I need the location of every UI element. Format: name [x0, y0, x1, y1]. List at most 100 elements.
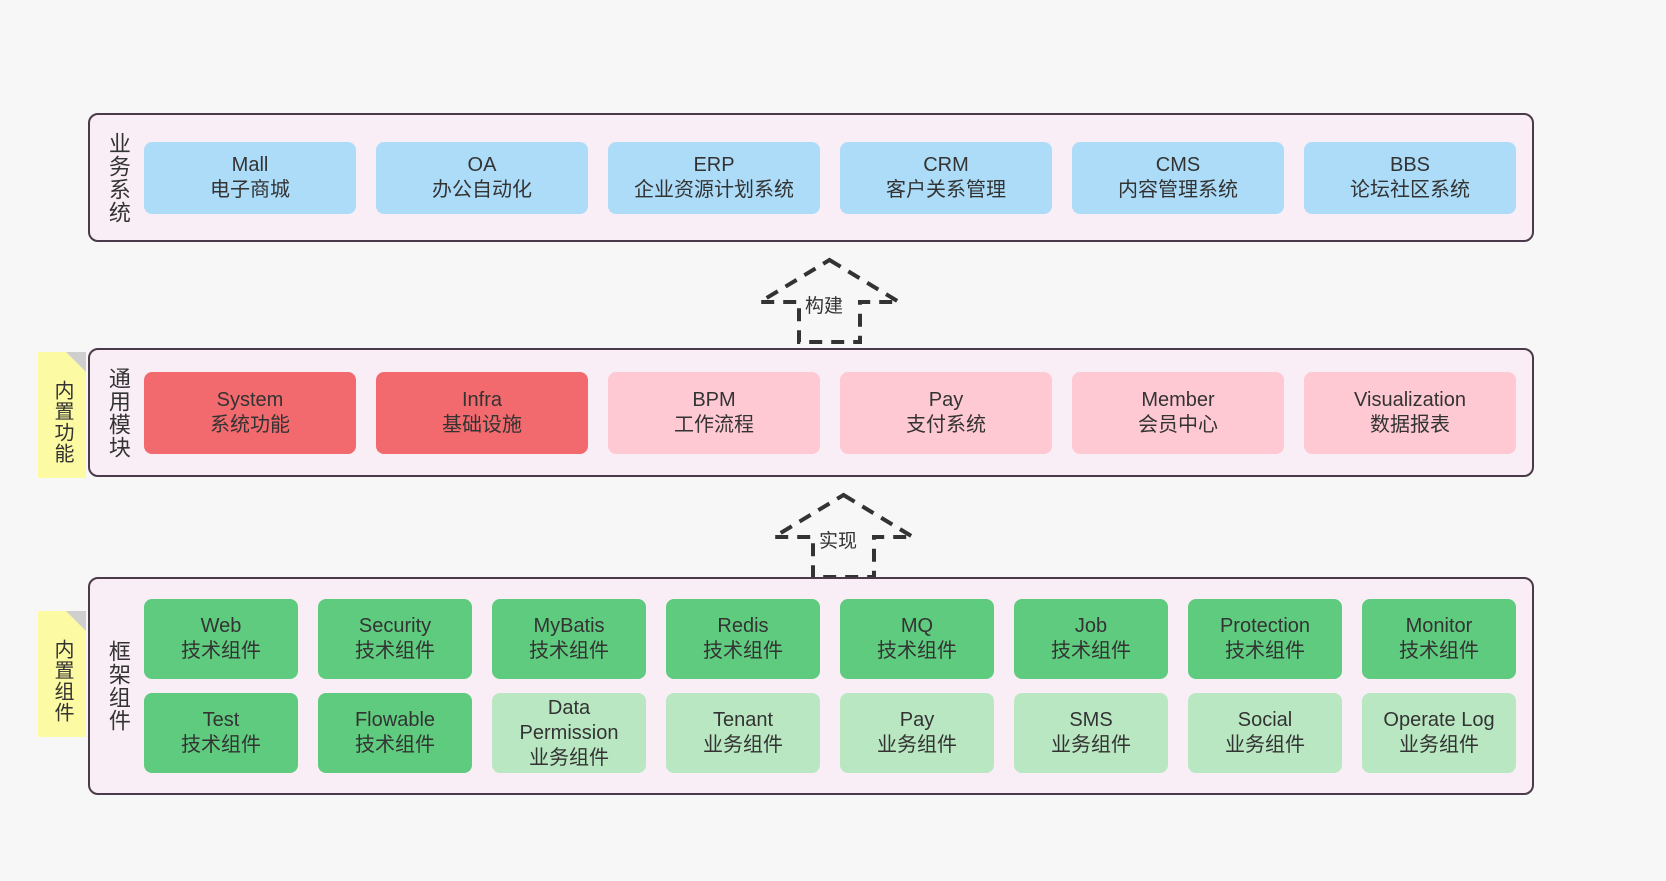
card-title: Pay [928, 388, 964, 411]
card-title: Operate Log [1383, 709, 1495, 731]
framework-card-pay[interactable]: Pay 业务组件 [840, 693, 994, 773]
card-title: CMS [1155, 153, 1201, 176]
framework-card-tenant[interactable]: Tenant 业务组件 [666, 693, 820, 773]
module-card-system[interactable]: System 系统功能 [144, 371, 356, 454]
card-subtitle: 技术组件 [1225, 640, 1305, 662]
card-title: Flowable [354, 709, 436, 731]
layer-title-framework: 框架组件 [105, 640, 131, 732]
card-subtitle: 技术组件 [1399, 640, 1479, 662]
card-title: CRM [923, 153, 969, 176]
card-subtitle: 业务组件 [877, 734, 957, 756]
card-subtitle: 系统功能 [210, 413, 290, 436]
business-card-crm[interactable]: CRM 客户关系管理 [840, 141, 1052, 214]
card-subtitle: 会员中心 [1138, 413, 1218, 436]
card-subtitle: 支付系统 [906, 413, 986, 436]
card-subtitle: 企业资源计划系统 [634, 178, 794, 201]
layer-common-modules: 通用模块 System 系统功能 Infra 基础设施 BPM 工作流程 Pay… [88, 348, 1534, 477]
card-title: ERP [693, 153, 735, 176]
card-title: Social [1237, 709, 1293, 731]
framework-card-data-permission[interactable]: Data Permission 业务组件 [492, 693, 646, 773]
card-subtitle: 业务组件 [1051, 734, 1131, 756]
card-title: Pay [899, 709, 935, 731]
card-title: Member [1141, 388, 1215, 411]
sticky-note-label: 内置组件 [51, 639, 73, 723]
card-subtitle: 业务组件 [1399, 734, 1479, 756]
card-subtitle: 技术组件 [181, 734, 261, 756]
framework-card-operate-log[interactable]: Operate Log 业务组件 [1362, 693, 1516, 773]
framework-card-mq[interactable]: MQ 技术组件 [840, 599, 994, 679]
modules-row: System 系统功能 Infra 基础设施 BPM 工作流程 Pay 支付系统… [144, 371, 1516, 454]
module-card-visualization[interactable]: Visualization 数据报表 [1304, 371, 1516, 454]
sticky-note-builtin-components: 内置组件 [38, 611, 86, 737]
module-card-bpm[interactable]: BPM 工作流程 [608, 371, 820, 454]
card-subtitle: 客户关系管理 [886, 178, 1006, 201]
module-card-infra[interactable]: Infra 基础设施 [376, 371, 588, 454]
card-title: Web [200, 615, 242, 637]
card-subtitle: 技术组件 [703, 640, 783, 662]
framework-card-sms[interactable]: SMS 业务组件 [1014, 693, 1168, 773]
card-title: SMS [1069, 709, 1113, 731]
card-title: Tenant [712, 709, 774, 731]
card-subtitle: 技术组件 [355, 734, 435, 756]
framework-row-business: Test 技术组件 Flowable 技术组件 Data Permission … [144, 693, 1516, 773]
framework-card-mybatis[interactable]: MyBatis 技术组件 [492, 599, 646, 679]
framework-card-monitor[interactable]: Monitor 技术组件 [1362, 599, 1516, 679]
card-subtitle: 技术组件 [877, 640, 957, 662]
card-title: Monitor [1405, 615, 1473, 637]
layer-title-business: 业务系统 [105, 131, 131, 224]
card-subtitle: 技术组件 [181, 640, 261, 662]
business-card-mall[interactable]: Mall 电子商城 [144, 141, 356, 214]
framework-card-redis[interactable]: Redis 技术组件 [666, 599, 820, 679]
card-subtitle: 技术组件 [1051, 640, 1131, 662]
framework-card-protection[interactable]: Protection 技术组件 [1188, 599, 1342, 679]
module-card-member[interactable]: Member 会员中心 [1072, 371, 1284, 454]
business-card-erp[interactable]: ERP 企业资源计划系统 [608, 141, 820, 214]
generalization-arrow-implement: 实现 [766, 492, 921, 579]
layer-framework-components: 框架组件 Web 技术组件 Security 技术组件 MyBatis 技术组件… [88, 577, 1534, 795]
card-title: Job [1074, 615, 1108, 637]
card-subtitle: 技术组件 [529, 640, 609, 662]
card-subtitle: 内容管理系统 [1118, 178, 1238, 201]
card-title: Infra [461, 388, 503, 411]
framework-card-security[interactable]: Security 技术组件 [318, 599, 472, 679]
card-subtitle: 电子商城 [210, 178, 290, 201]
framework-card-web[interactable]: Web 技术组件 [144, 599, 298, 679]
card-title: Protection [1219, 615, 1311, 637]
card-subtitle: 数据报表 [1370, 413, 1450, 436]
card-title: Mall [231, 153, 269, 176]
card-subtitle: 业务组件 [1225, 734, 1305, 756]
business-card-bbs[interactable]: BBS 论坛社区系统 [1304, 141, 1516, 214]
business-row: Mall 电子商城 OA 办公自动化 ERP 企业资源计划系统 CRM 客户关系… [144, 141, 1516, 214]
business-card-oa[interactable]: OA 办公自动化 [376, 141, 588, 214]
layer-body-business: Mall 电子商城 OA 办公自动化 ERP 企业资源计划系统 CRM 客户关系… [140, 115, 1532, 240]
layer-business-systems: 业务系统 Mall 电子商城 OA 办公自动化 ERP 企业资源计划系统 CRM… [88, 113, 1534, 242]
card-subtitle: 基础设施 [442, 413, 522, 436]
card-title: System [216, 388, 284, 411]
card-subtitle: 论坛社区系统 [1350, 178, 1470, 201]
layer-body-modules: System 系统功能 Infra 基础设施 BPM 工作流程 Pay 支付系统… [140, 350, 1532, 475]
card-title: Test [202, 709, 240, 731]
layer-title-modules: 通用模块 [105, 366, 131, 459]
arrow-label-build: 构建 [803, 291, 846, 318]
framework-card-flowable[interactable]: Flowable 技术组件 [318, 693, 472, 773]
layer-body-framework: Web 技术组件 Security 技术组件 MyBatis 技术组件 Redi… [140, 579, 1532, 793]
sticky-note-builtin-features: 内置功能 [38, 352, 86, 478]
arrow-label-implement: 实现 [817, 526, 860, 553]
card-subtitle: 技术组件 [355, 640, 435, 662]
generalization-arrow-build: 构建 [752, 257, 907, 344]
card-subtitle: 业务组件 [529, 746, 609, 769]
card-title: Security [358, 615, 432, 637]
card-title: Data Permission [519, 696, 619, 744]
card-title: Redis [717, 615, 769, 637]
framework-card-test[interactable]: Test 技术组件 [144, 693, 298, 773]
framework-card-social[interactable]: Social 业务组件 [1188, 693, 1342, 773]
card-title: Visualization [1354, 388, 1466, 411]
card-title: MyBatis [533, 615, 605, 637]
framework-row-tech: Web 技术组件 Security 技术组件 MyBatis 技术组件 Redi… [144, 599, 1516, 679]
card-subtitle: 业务组件 [703, 734, 783, 756]
module-card-pay[interactable]: Pay 支付系统 [840, 371, 1052, 454]
business-card-cms[interactable]: CMS 内容管理系统 [1072, 141, 1284, 214]
card-title: MQ [900, 615, 934, 637]
framework-card-job[interactable]: Job 技术组件 [1014, 599, 1168, 679]
